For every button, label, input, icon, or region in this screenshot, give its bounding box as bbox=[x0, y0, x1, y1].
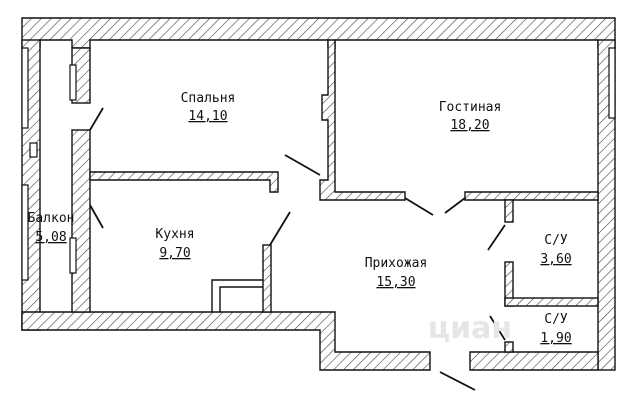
door-kitchen bbox=[269, 211, 291, 246]
door-living-left bbox=[404, 197, 434, 216]
bedroom-area: 14,10 bbox=[188, 109, 227, 124]
bath2-area: 1,90 bbox=[540, 331, 571, 346]
interior-walls bbox=[71, 39, 599, 353]
bath2-name: С/У bbox=[544, 312, 568, 327]
bedroom-kitchen-wall bbox=[89, 171, 279, 193]
living-area: 18,20 bbox=[450, 118, 489, 133]
door-bedroom-balcony bbox=[89, 107, 104, 131]
kitchen-area: 9,70 bbox=[159, 246, 190, 261]
bath-divider bbox=[504, 297, 599, 307]
balcony-name: Балкон bbox=[28, 211, 75, 226]
hall-name: Прихожая bbox=[365, 256, 428, 271]
living-bottom-wall bbox=[464, 191, 599, 201]
bedroom-living-wall bbox=[319, 39, 406, 201]
bath1-area: 3,60 bbox=[540, 252, 571, 267]
watermark: циан bbox=[428, 311, 512, 346]
bath1-name: С/У bbox=[544, 233, 568, 248]
window-balcony-bottom bbox=[21, 184, 29, 281]
bottom-wall-left bbox=[21, 311, 431, 371]
window-balcony-top bbox=[21, 47, 29, 129]
balcony-post bbox=[29, 142, 38, 158]
kitchen-right-wall bbox=[262, 244, 272, 313]
kitchen-name: Кухня bbox=[155, 227, 194, 242]
bath2-left bbox=[504, 341, 514, 353]
bath1-top-left bbox=[504, 199, 514, 223]
door-bedroom bbox=[284, 154, 321, 176]
living-name: Гостиная bbox=[439, 100, 502, 115]
balcony-area: 5,08 bbox=[35, 230, 66, 245]
window-kitchen bbox=[69, 237, 77, 274]
door-kitchen-balcony bbox=[89, 204, 104, 229]
bedroom-name: Спальня bbox=[181, 91, 236, 106]
door-living-right bbox=[444, 197, 466, 214]
door-bath2 bbox=[489, 315, 506, 341]
hall-area: 15,30 bbox=[376, 275, 415, 290]
bottom-wall-right bbox=[469, 351, 599, 371]
right-wall bbox=[597, 39, 616, 371]
balcony-wall bbox=[71, 129, 91, 313]
outer-walls bbox=[21, 17, 616, 371]
door-entrance bbox=[439, 371, 476, 391]
door-bath1 bbox=[487, 224, 506, 251]
doors bbox=[89, 107, 506, 391]
window-bedroom bbox=[69, 64, 77, 101]
room-labels: Спальня 14,10 Гостиная 18,20 Балкон 5,08… bbox=[28, 91, 572, 346]
windows bbox=[21, 47, 616, 281]
kitchen-niche bbox=[211, 279, 263, 312]
window-living bbox=[608, 47, 616, 119]
top-wall bbox=[21, 17, 616, 49]
